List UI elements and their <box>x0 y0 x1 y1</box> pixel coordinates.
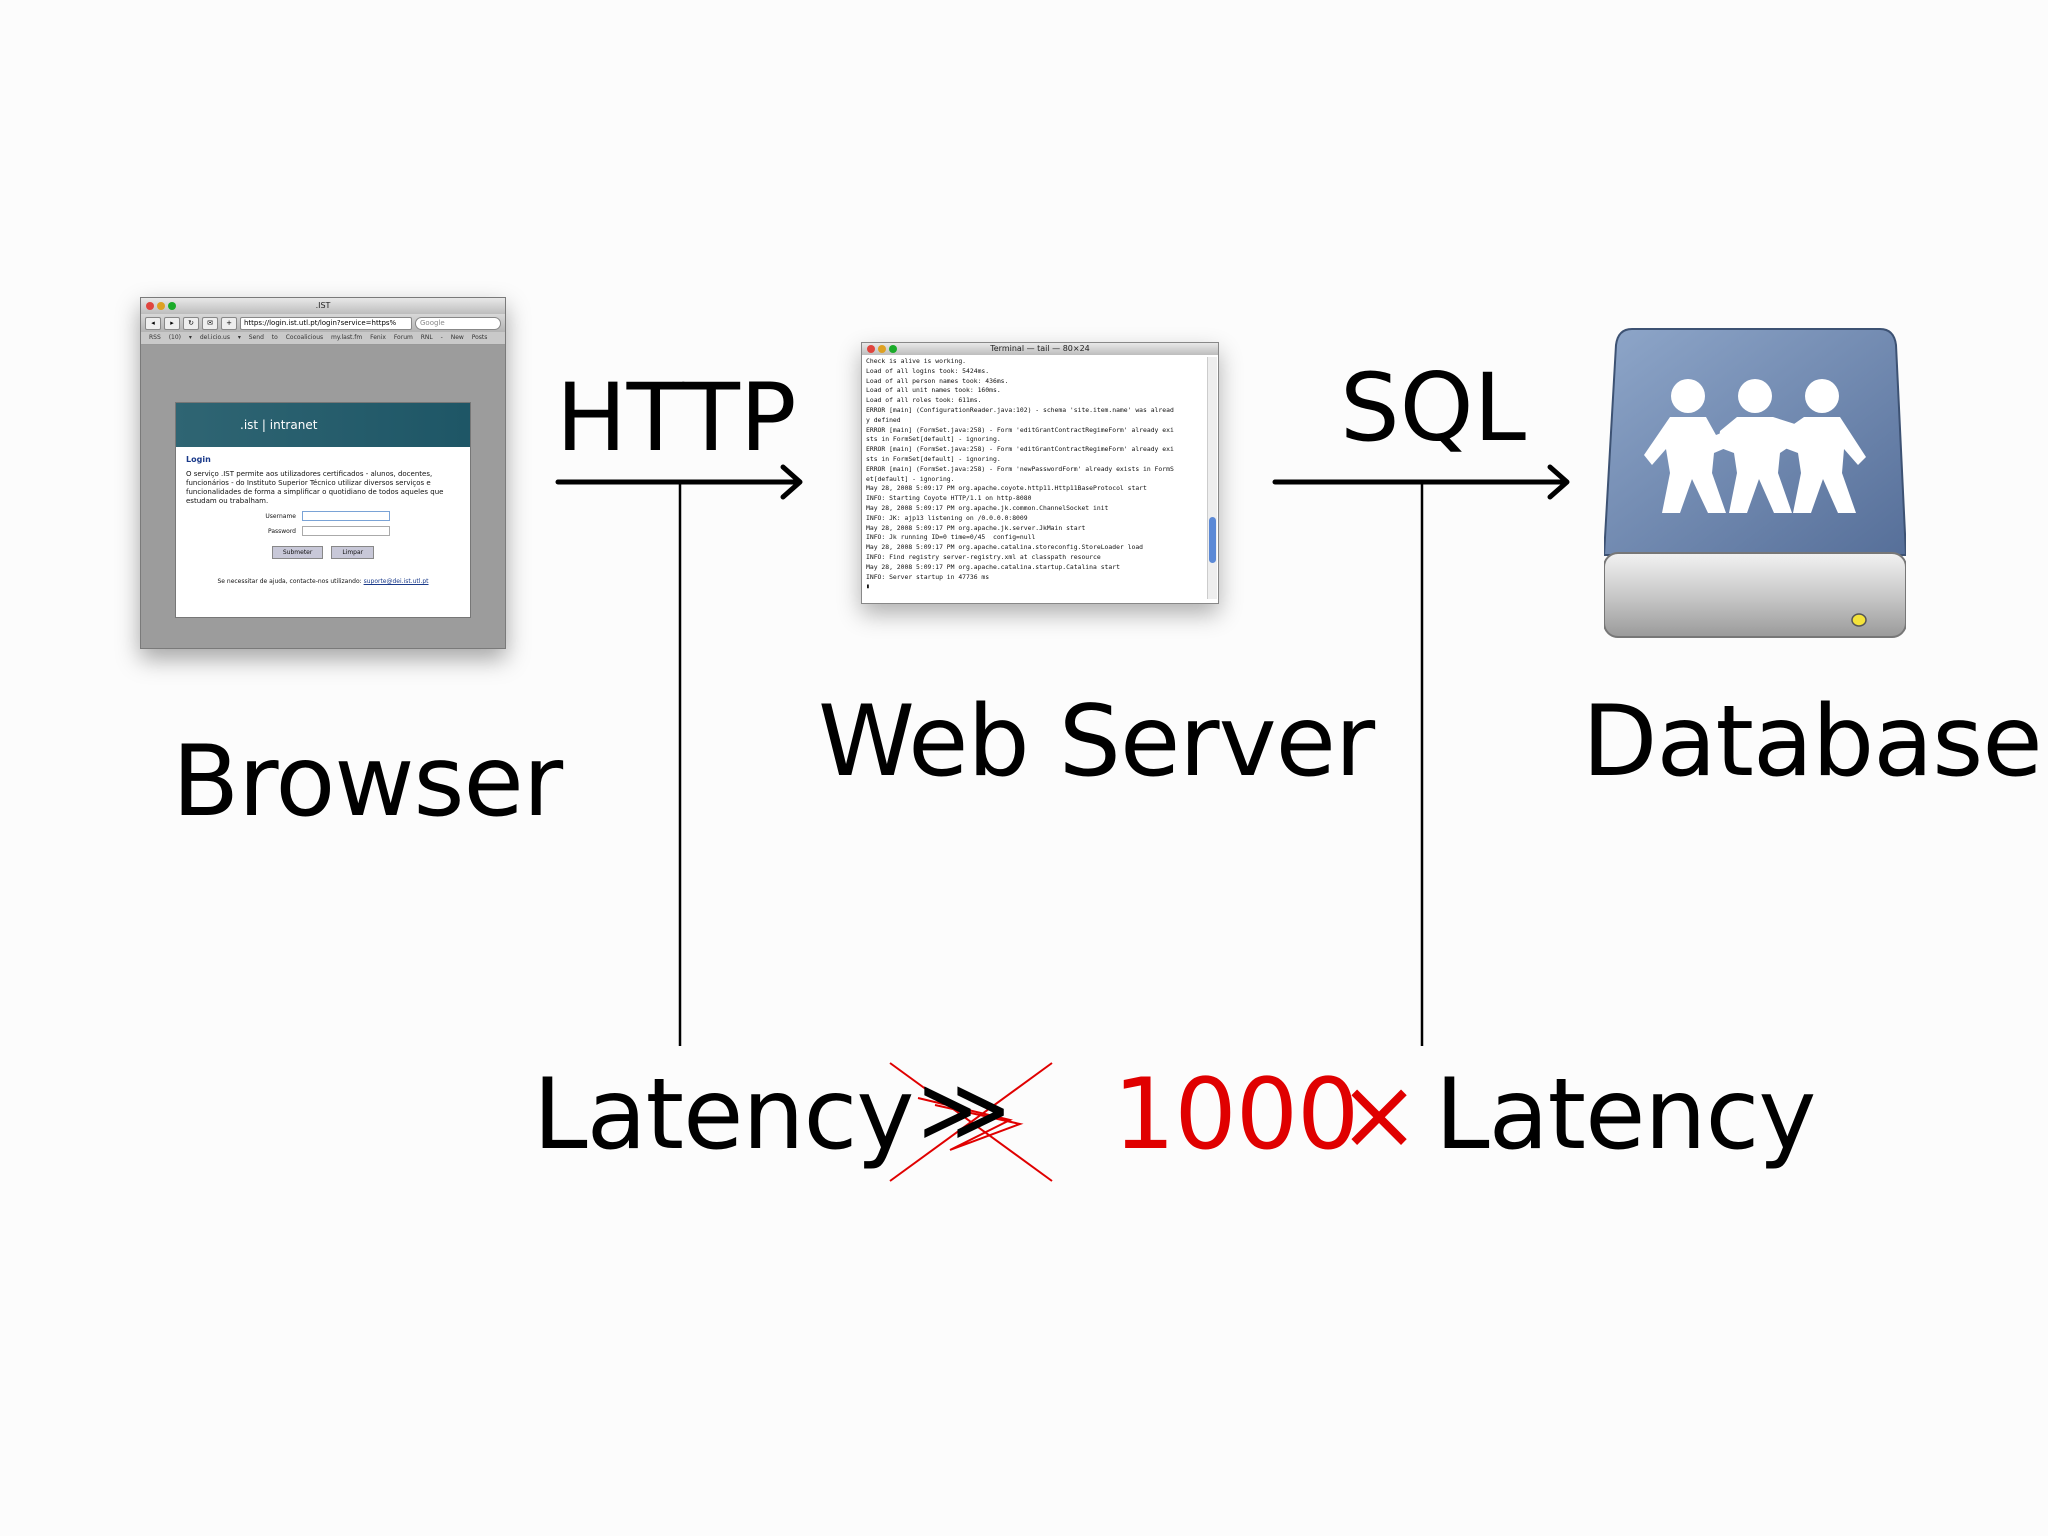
browser-toolbar: ◂ ▸ ↻ ✉ + https://login.ist.utl.pt/login… <box>141 314 505 332</box>
reload-icon[interactable]: ↻ <box>183 316 199 330</box>
sql-latency-label: Latency <box>1435 1058 1816 1172</box>
password-field[interactable] <box>302 526 390 536</box>
database-label: Database <box>1582 685 2043 799</box>
search-box[interactable]: Google <box>415 316 501 330</box>
help-message: Se necessitar de ajuda, contacte-nos uti… <box>217 578 362 585</box>
bookmark-icon[interactable]: ✉ <box>202 316 218 330</box>
close-dot-icon <box>146 302 154 310</box>
times-symbol: × <box>1338 1058 1420 1172</box>
sql-arrow-head <box>1547 464 1570 500</box>
terminal-titlebar: Terminal — tail — 80×24 <box>862 343 1218 355</box>
terminal-log: Check is alive is working. Load of all l… <box>866 357 1174 591</box>
browser-title: .IST <box>315 301 331 310</box>
clear-button[interactable]: Limpar <box>331 546 375 559</box>
http-label: HTTP <box>556 364 797 473</box>
forward-icon[interactable]: ▸ <box>164 316 180 330</box>
help-email-link[interactable]: suporte@dei.ist.utl.pt <box>363 578 429 585</box>
help-text: Se necessitar de ajuda, contacte-nos uti… <box>186 577 460 586</box>
browser-screenshot: .IST ◂ ▸ ↻ ✉ + https://login.ist.utl.pt/… <box>140 297 506 649</box>
minimize-dot-icon <box>157 302 165 310</box>
login-card: .ist | intranet Login O serviço .IST per… <box>175 402 471 618</box>
username-field[interactable] <box>302 511 390 521</box>
terminal-scrollbar[interactable] <box>1207 357 1217 599</box>
submit-button[interactable]: Submeter <box>271 546 324 559</box>
bookmarks-bar: RSS (10) ▾ del.icio.us ▾ Send to Cocoali… <box>141 332 505 345</box>
username-label: Username <box>265 512 296 520</box>
back-icon[interactable]: ◂ <box>145 316 161 330</box>
intranet-banner: .ist | intranet <box>176 403 470 447</box>
web-server-label: Web Server <box>818 685 1375 799</box>
http-latency-label: Latency <box>533 1058 914 1172</box>
terminal-title: Terminal — tail — 80×24 <box>990 344 1090 353</box>
scrollbar-thumb[interactable] <box>1209 517 1216 563</box>
login-intro: O serviço .IST permite aos utilizadores … <box>186 470 444 505</box>
add-icon[interactable]: + <box>221 316 237 330</box>
much-greater-symbol: ≫ <box>918 1058 1010 1161</box>
sql-label: SQL <box>1340 354 1527 463</box>
close-dot-icon <box>867 345 875 353</box>
minimize-dot-icon <box>878 345 886 353</box>
password-label: Password <box>267 527 296 535</box>
url-bar[interactable]: https://login.ist.utl.pt/login?service=h… <box>240 316 412 330</box>
zoom-dot-icon <box>168 302 176 310</box>
zoom-dot-icon <box>889 345 897 353</box>
login-title: Login <box>186 455 211 464</box>
browser-titlebar: .IST <box>141 298 505 314</box>
database-drive-icon <box>1604 328 1906 638</box>
browser-label: Browser <box>172 725 563 839</box>
terminal-screenshot: Terminal — tail — 80×24 Check is alive i… <box>861 342 1219 604</box>
factor-value: 1000 <box>1113 1058 1359 1172</box>
